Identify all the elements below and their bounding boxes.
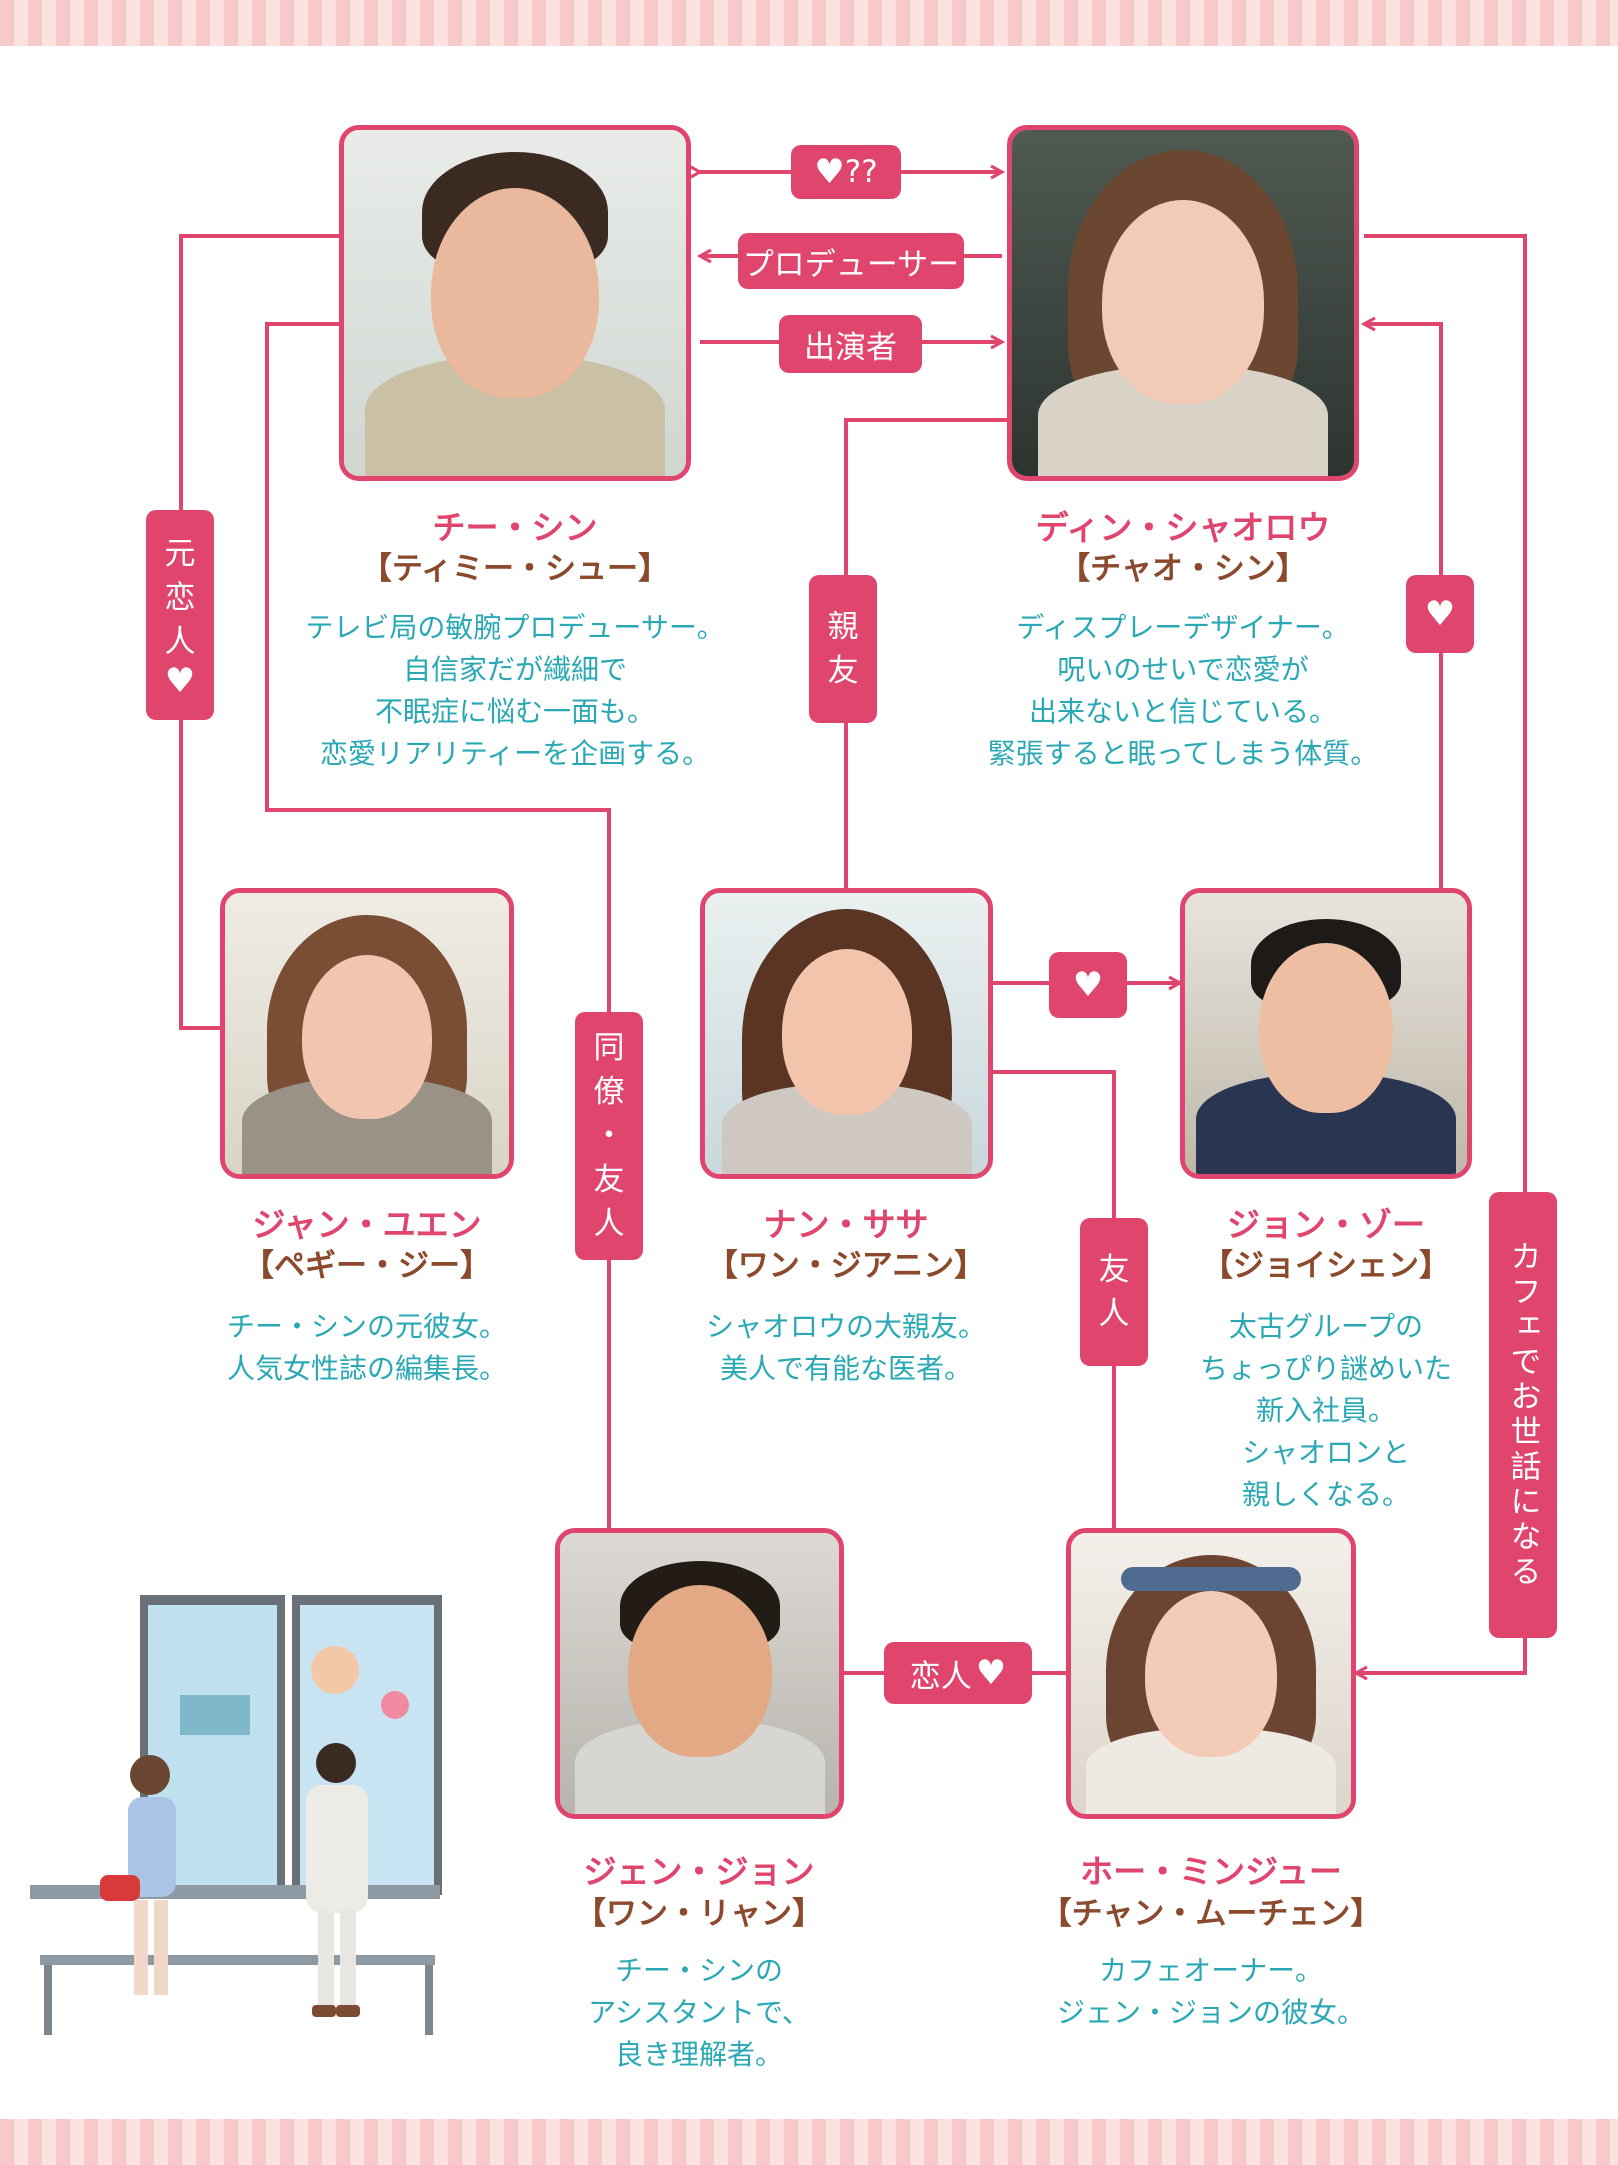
zhong-ze-desc-line: シャオロンと bbox=[1241, 1436, 1410, 1469]
tag-colleague-friend: 同 僚 ・ 友 人 bbox=[575, 1012, 643, 1260]
he-mingzhu-desc-line: カフェオーナー。 bbox=[1099, 1954, 1323, 1987]
tag-heart-question: ♥ ?? bbox=[791, 145, 901, 199]
tag-lovers: 恋人 ♥ bbox=[884, 1642, 1032, 1704]
top-stripe-border bbox=[0, 0, 1618, 46]
chi-xin-desc-line: 恋愛リアリティーを企画する。 bbox=[319, 737, 711, 770]
bench bbox=[30, 1885, 440, 2035]
photo-zhen-zhong bbox=[555, 1528, 844, 1819]
photo-zhong-ze bbox=[1180, 888, 1472, 1179]
chi-xin-name: チー・シン bbox=[432, 508, 598, 547]
ding-xiaorou-desc-line: 出来ないと信じている。 bbox=[1028, 695, 1337, 728]
woman-figure bbox=[100, 1755, 176, 2005]
jiang-yuan-desc-line: 人気女性誌の編集長。 bbox=[226, 1352, 507, 1385]
colleague-char-4: 友 bbox=[593, 1162, 625, 1198]
he-mingzhu-actor: 【チャン・ムーチェン】 bbox=[1040, 1896, 1382, 1932]
tag-performer: 出演者 bbox=[779, 315, 922, 373]
line-best-friend bbox=[844, 418, 1007, 888]
chi-xin-actor: 【ティミー・シュー】 bbox=[360, 551, 670, 587]
jiang-yuan-actor: 【ペギー・ジー】 bbox=[243, 1248, 491, 1284]
tag-friend: 友 人 bbox=[1080, 1218, 1148, 1366]
best-friend-char-2: 友 bbox=[827, 653, 859, 689]
heart-icon: ♥ bbox=[975, 1653, 1007, 1693]
tag-heart-nan-zhong: ♥ bbox=[1049, 952, 1127, 1018]
bottom-stripe-border bbox=[0, 2119, 1618, 2165]
photo-ding-xiaorou bbox=[1007, 125, 1359, 481]
tag-best-friend: 親 友 bbox=[809, 575, 877, 723]
man-figure bbox=[306, 1743, 368, 2017]
zhen-zhong-desc-line: チー・シンの bbox=[614, 1954, 783, 1987]
ding-xiaorou-desc-line: 緊張すると眠ってしまう体質。 bbox=[987, 737, 1379, 770]
nan-sasa-desc-line: シャオロウの大親友。 bbox=[705, 1310, 986, 1343]
colleague-char-1: 同 bbox=[593, 1030, 625, 1066]
nan-sasa-actor: 【ワン・ジアニン】 bbox=[706, 1248, 986, 1284]
zhong-ze-name: ジョン・ゾー bbox=[1227, 1205, 1425, 1244]
photo-he-mingzhu bbox=[1066, 1528, 1356, 1819]
tag-cafe: カフェでお世話になる bbox=[1489, 1192, 1557, 1638]
best-friend-char-1: 親 bbox=[827, 609, 859, 645]
ding-xiaorou-actor: 【チャオ・シン】 bbox=[1059, 551, 1307, 587]
producer-label: プロデューサー bbox=[742, 246, 960, 283]
bus-stop-illustration bbox=[30, 1595, 442, 2035]
chi-xin-description: テレビ局の敏腕プロデューサー。 自信家だが繊細で 不眠症に悩む一面も。 恋愛リア… bbox=[265, 607, 765, 775]
tag-producer: プロデューサー bbox=[738, 233, 964, 289]
jiang-yuan-desc-line: チー・シンの元彼女。 bbox=[226, 1310, 507, 1343]
zhen-zhong-desc-line: アシスタントで、 bbox=[588, 1996, 810, 2029]
nan-sasa-name: ナン・ササ bbox=[763, 1205, 929, 1244]
tag-heart-zhong-ding: ♥ bbox=[1406, 575, 1474, 653]
bus-stop-billboard bbox=[140, 1595, 442, 1895]
ex-lovers-char-2: 恋 bbox=[164, 580, 196, 616]
line-zhong-ding bbox=[1364, 324, 1443, 888]
photo-nan-sasa bbox=[700, 888, 993, 1179]
zhen-zhong-description: チー・シンの アシスタントで、 良き理解者。 bbox=[499, 1950, 899, 2076]
line-cafe bbox=[1356, 234, 1527, 1673]
nan-sasa-desc-line: 美人で有能な医者。 bbox=[719, 1352, 972, 1385]
heart-icon: ♥ bbox=[814, 152, 845, 192]
he-mingzhu-description: カフェオーナー。 ジェン・ジョンの彼女。 bbox=[986, 1950, 1436, 2034]
colleague-char-2: 僚 bbox=[593, 1074, 625, 1110]
jiang-yuan-description: チー・シンの元彼女。 人気女性誌の編集長。 bbox=[167, 1306, 567, 1390]
heart-question-label: ?? bbox=[844, 154, 878, 190]
performer-label: 出演者 bbox=[804, 329, 897, 366]
heart-icon: ♥ bbox=[1424, 594, 1456, 634]
cafe-label: カフェでお世話になる bbox=[1504, 1240, 1541, 1590]
heart-icon: ♥ bbox=[164, 661, 196, 701]
tag-ex-lovers: 元 恋 人 ♥ bbox=[146, 510, 214, 720]
ding-xiaorou-desc-line: ディスプレーデザイナー。 bbox=[1016, 611, 1350, 644]
ding-xiaorou-name: ディン・シャオロウ bbox=[1035, 508, 1331, 547]
colleague-char-3: ・ bbox=[593, 1118, 625, 1154]
jiang-yuan-name: ジャン・ユエン bbox=[252, 1205, 482, 1244]
lovers-label: 恋人 bbox=[909, 1658, 972, 1695]
friend-char-2: 人 bbox=[1098, 1296, 1130, 1332]
photo-chi-xin bbox=[339, 125, 691, 481]
zhong-ze-description: 太古グループの ちょっぴり謎めいた 新入社員。 シャオロンと 親しくなる。 bbox=[1126, 1306, 1526, 1516]
chi-xin-desc-line: 不眠症に悩む一面も。 bbox=[374, 695, 655, 728]
ex-lovers-char-1: 元 bbox=[164, 536, 196, 572]
nan-sasa-description: シャオロウの大親友。 美人で有能な医者。 bbox=[646, 1306, 1046, 1390]
he-mingzhu-name: ホー・ミンジュー bbox=[1080, 1852, 1342, 1891]
photo-jiang-yuan bbox=[220, 888, 514, 1179]
line-friend bbox=[993, 1070, 1116, 1528]
zhen-zhong-name: ジェン・ジョン bbox=[583, 1852, 815, 1891]
zhong-ze-desc-line: 太古グループの bbox=[1228, 1310, 1424, 1343]
zhen-zhong-actor: 【ワン・リャン】 bbox=[575, 1896, 823, 1932]
chi-xin-desc-line: 自信家だが繊細で bbox=[402, 653, 627, 686]
colleague-char-5: 人 bbox=[593, 1206, 625, 1242]
zhong-ze-desc-line: 新入社員。 bbox=[1255, 1394, 1396, 1427]
ex-lovers-char-3: 人 bbox=[164, 624, 196, 660]
friend-char-1: 友 bbox=[1098, 1252, 1130, 1288]
zhen-zhong-desc-line: 良き理解者。 bbox=[614, 2038, 783, 2071]
heart-icon: ♥ bbox=[1072, 965, 1104, 1005]
chi-xin-desc-line: テレビ局の敏腕プロデューサー。 bbox=[305, 611, 725, 644]
zhong-ze-actor: 【ジョイシェン】 bbox=[1202, 1248, 1450, 1284]
zhong-ze-desc-line: ちょっぴり謎めいた bbox=[1199, 1352, 1452, 1385]
ding-xiaorou-desc-line: 呪いのせいで恋愛が bbox=[1057, 653, 1309, 686]
ding-xiaorou-description: ディスプレーデザイナー。 呪いのせいで恋愛が 出来ないと信じている。 緊張すると… bbox=[933, 607, 1433, 775]
zhong-ze-desc-line: 親しくなる。 bbox=[1241, 1478, 1410, 1511]
he-mingzhu-desc-line: ジェン・ジョンの彼女。 bbox=[1056, 1996, 1365, 2029]
